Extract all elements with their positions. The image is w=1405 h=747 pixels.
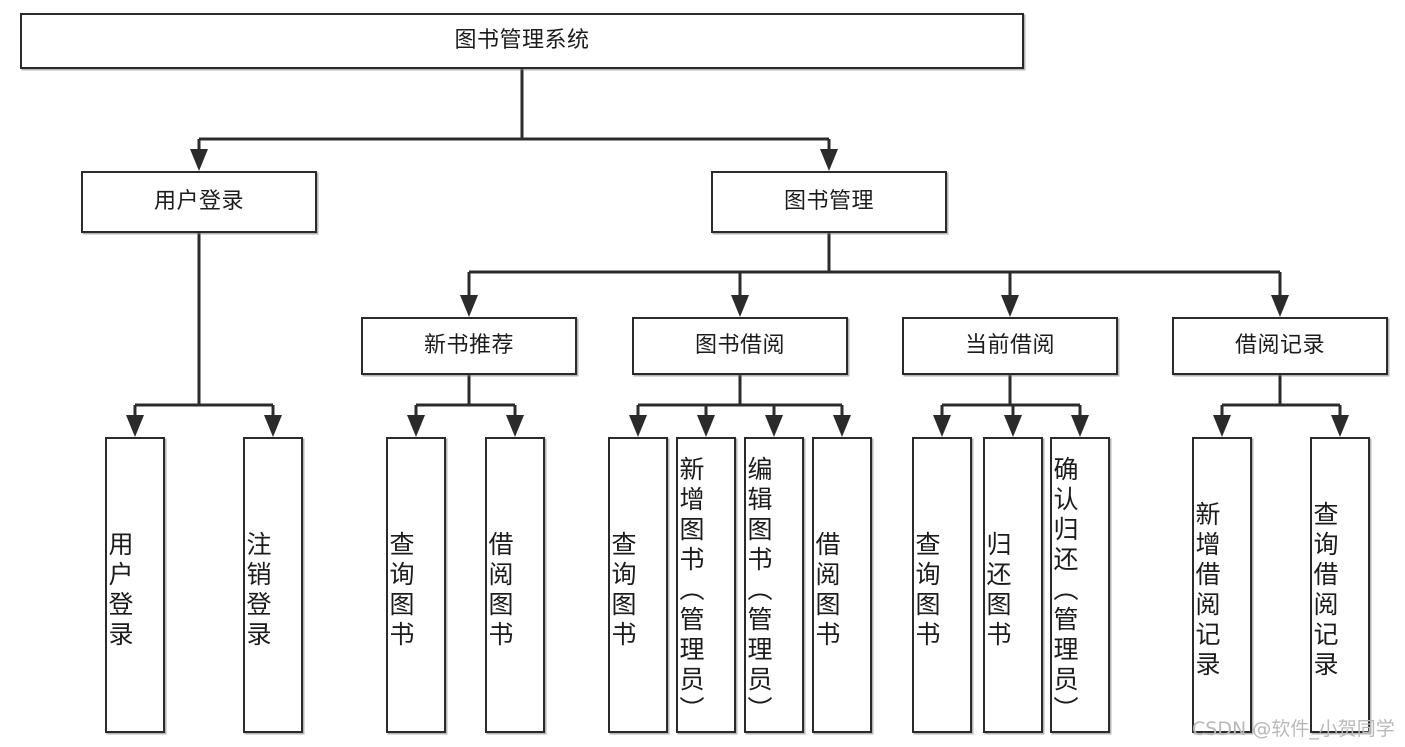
node-leaf-query-book-borrow[interactable]: 查询图书 — [608, 437, 668, 733]
node-label: 查询图书 — [386, 531, 415, 651]
node-label: 确认归还（管理员） — [1050, 456, 1079, 726]
node-user-login[interactable]: 用户登录 — [81, 171, 317, 233]
node-leaf-query-book-cur[interactable]: 查询图书 — [912, 437, 972, 733]
node-leaf-user-login[interactable]: 用户登录 — [105, 437, 165, 733]
node-label: 查询图书 — [608, 531, 637, 651]
node-label: 图书管理 — [783, 189, 874, 215]
node-leaf-user-logout[interactable]: 注销登录 — [243, 437, 303, 733]
node-label: 查询图书 — [912, 531, 941, 651]
node-book-manage[interactable]: 图书管理 — [711, 171, 947, 233]
node-label: 注销登录 — [243, 531, 272, 651]
node-label: 新增图书（管理员） — [676, 456, 705, 726]
node-label: 编辑图书（管理员） — [744, 456, 773, 726]
node-leaf-edit-book[interactable]: 编辑图书（管理员） — [744, 437, 804, 733]
node-label: 归还图书 — [983, 531, 1012, 651]
node-leaf-return-book[interactable]: 归还图书 — [983, 437, 1043, 733]
node-label: 当前借阅 — [964, 333, 1055, 359]
node-leaf-confirm-return[interactable]: 确认归还（管理员） — [1050, 437, 1110, 733]
node-label: 用户登录 — [105, 531, 134, 651]
node-label: 借阅图书 — [485, 531, 514, 651]
node-book-borrow[interactable]: 图书借阅 — [632, 317, 848, 375]
node-label: 借阅记录 — [1234, 333, 1325, 359]
node-leaf-query-record[interactable]: 查询借阅记录 — [1310, 437, 1370, 733]
node-leaf-borrow-book-rec[interactable]: 借阅图书 — [485, 437, 545, 733]
node-leaf-query-book-rec[interactable]: 查询图书 — [386, 437, 446, 733]
node-current-borrow[interactable]: 当前借阅 — [902, 317, 1118, 375]
node-label: 图书管理系统 — [454, 28, 590, 54]
node-leaf-add-record[interactable]: 新增借阅记录 — [1192, 437, 1252, 733]
node-leaf-add-book[interactable]: 新增图书（管理员） — [676, 437, 736, 733]
node-label: 用户登录 — [153, 189, 244, 215]
node-borrow-record[interactable]: 借阅记录 — [1172, 317, 1388, 375]
watermark-text: CSDN @软件_小贺同学 — [1192, 718, 1395, 740]
node-label: 图书借阅 — [694, 333, 785, 359]
node-root[interactable]: 图书管理系统 — [20, 13, 1024, 69]
node-label: 新增借阅记录 — [1192, 501, 1221, 681]
node-label: 新书推荐 — [423, 333, 514, 359]
node-new-book-rec[interactable]: 新书推荐 — [361, 317, 577, 375]
node-label: 查询借阅记录 — [1310, 501, 1339, 681]
node-label: 借阅图书 — [812, 531, 841, 651]
node-leaf-borrow-book[interactable]: 借阅图书 — [812, 437, 872, 733]
